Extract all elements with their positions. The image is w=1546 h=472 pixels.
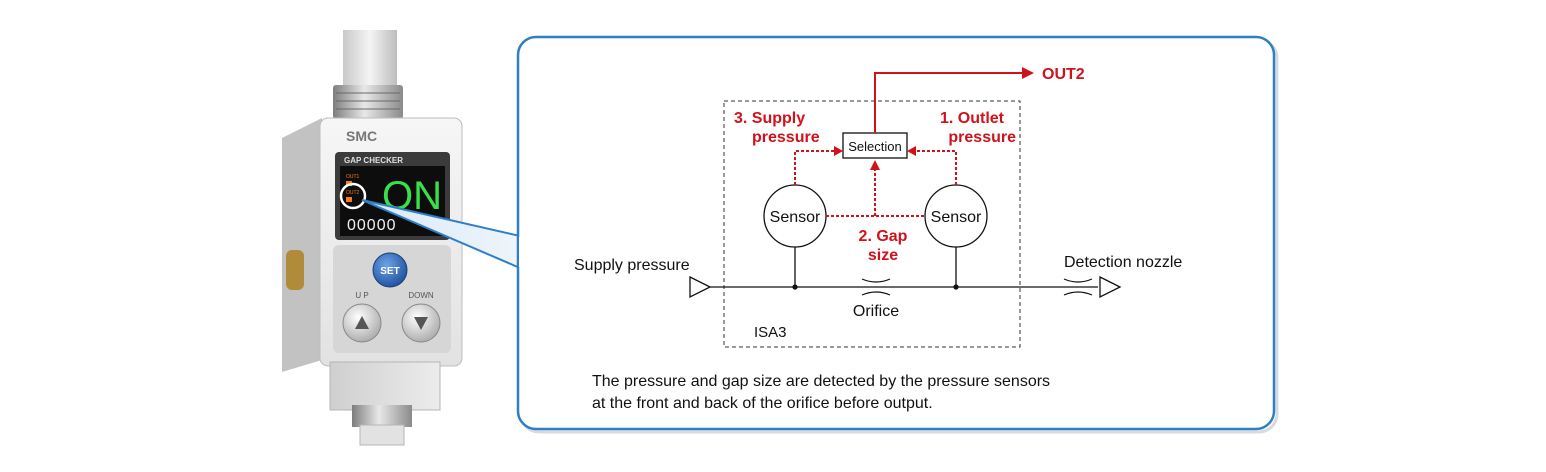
arrow-outlet-icon — [907, 146, 916, 156]
down-arrow-icon — [414, 317, 428, 330]
supply-pressure-label: Supply pressure — [574, 257, 690, 274]
set-button[interactable] — [372, 252, 408, 288]
out2-indicator: OUT2 — [346, 190, 360, 196]
diagram: ISA3 Supply pressure Detection nozzle Or… — [574, 66, 1182, 348]
left-tap-node — [792, 284, 798, 290]
out2-line — [874, 72, 1024, 133]
signal-lines — [794, 150, 957, 217]
supply-pressure-step-2: pressure — [752, 129, 820, 146]
air-tube — [343, 30, 397, 90]
outlet-pressure-step-1: 1. Outlet — [940, 110, 1005, 127]
outlet-pressure-step-2: pressure — [948, 129, 1016, 146]
nozzle-triangle-icon — [1099, 275, 1122, 299]
isa3-label: ISA3 — [754, 324, 787, 341]
selection-box — [842, 132, 908, 159]
selection-label: Selection — [848, 139, 901, 154]
nozzle-restriction-top — [1063, 278, 1093, 283]
detection-nozzle-label: Detection nozzle — [1064, 254, 1182, 271]
orifice-label: Orifice — [853, 303, 899, 320]
arrow-gap-icon — [870, 160, 880, 170]
caption-line-1: The pressure and gap size are detected b… — [592, 373, 1050, 390]
arrow-supply-icon — [834, 146, 843, 156]
bottom-tube — [359, 424, 405, 446]
gap-size-step-1: 2. Gap — [859, 228, 908, 245]
supply-pressure-step-1: 3. Supply — [734, 110, 805, 127]
metal-fitting — [333, 85, 403, 119]
out1-indicator: OUT1 — [346, 174, 360, 180]
signal-supply — [794, 150, 834, 185]
set-button-label: SET — [380, 266, 399, 277]
up-arrow-icon — [355, 316, 369, 329]
display-sub-value: 00000 — [347, 217, 397, 234]
brand-logo: SMC — [346, 128, 377, 144]
caption-line-2: at the front and back of the orifice bef… — [592, 395, 933, 412]
callout-frame — [516, 35, 1276, 431]
nozzle-restriction-bottom — [1063, 291, 1093, 296]
out2-arrow-icon — [1022, 67, 1034, 79]
brass-port — [286, 250, 304, 290]
out2-lamp — [346, 197, 352, 202]
model-label: GAP CHECKER — [344, 156, 403, 165]
supply-triangle-icon — [689, 275, 712, 299]
out2-label: OUT2 — [1042, 66, 1085, 83]
gap-size-step-2: size — [868, 247, 898, 264]
signal-outlet — [916, 150, 957, 185]
device-side — [282, 118, 322, 372]
indicator-highlight-circle — [339, 182, 367, 210]
up-label: U P — [355, 291, 368, 300]
isa3-boundary — [723, 100, 1021, 348]
down-label: DOWN — [408, 291, 434, 300]
bottom-fitting — [352, 405, 412, 427]
orifice-bottom — [861, 291, 891, 296]
sensor-right-label: Sensor — [931, 209, 982, 226]
sensor-left-label: Sensor — [770, 209, 821, 226]
bottom-block — [329, 361, 441, 411]
right-tap-node — [953, 284, 959, 290]
gap-checker-device: SMC GAP CHECKER OUT1 OUT2 ON 00000 SET U… — [282, 30, 463, 446]
orifice-top — [861, 278, 891, 283]
